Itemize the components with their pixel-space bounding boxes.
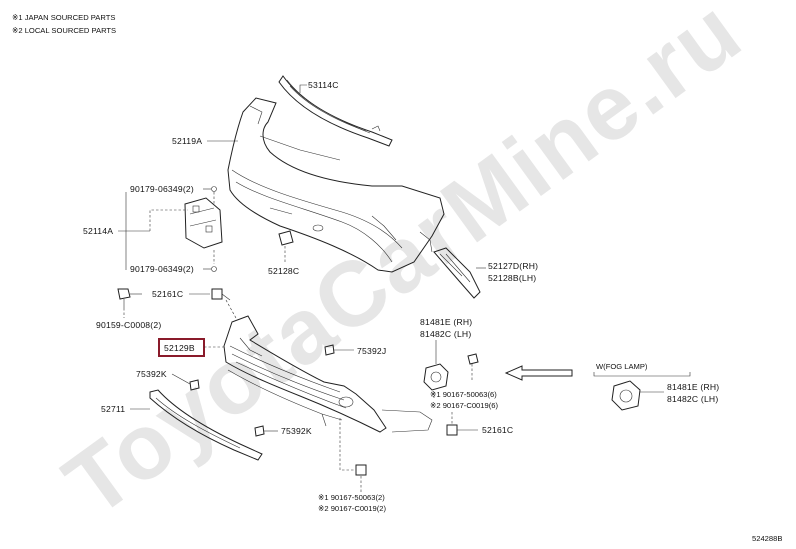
label-52161C-upper: 52161C bbox=[152, 289, 183, 299]
part-52127D-drawing bbox=[433, 247, 481, 299]
label-75392J: 75392J bbox=[357, 346, 386, 356]
label-81481E: 81481E (RH) bbox=[420, 317, 472, 327]
part-81481E-drawing bbox=[423, 363, 449, 391]
part-52129B-drawing bbox=[223, 315, 433, 433]
part-52114A-drawing bbox=[184, 197, 223, 249]
label-81481E-fog: 81481E (RH) bbox=[667, 382, 719, 392]
label-52161C-lower: 52161C bbox=[482, 425, 513, 435]
label-90167-japan-6: ※1 90167-50063(6) bbox=[430, 390, 497, 399]
part-53114C-drawing bbox=[278, 75, 393, 147]
label-90167-japan-2: ※1 90167-50063(2) bbox=[318, 493, 385, 502]
label-90179-lower: 90179-06349(2) bbox=[130, 264, 194, 274]
label-75392K-lower: 75392K bbox=[281, 426, 312, 436]
diagram-id: 524288B bbox=[752, 534, 782, 543]
label-52129B[interactable]: 52129B bbox=[164, 343, 195, 353]
label-52127D: 52127D(RH) bbox=[488, 261, 538, 271]
note-japan-sourced: ※1 JAPAN SOURCED PARTS bbox=[12, 13, 115, 22]
label-52128C: 52128C bbox=[268, 266, 299, 276]
label-52119A: 52119A bbox=[172, 136, 202, 146]
clip-75392J-icon bbox=[324, 344, 335, 356]
part-fog-bracket-drawing bbox=[611, 380, 641, 411]
clip-icon bbox=[211, 266, 217, 272]
label-52128B: 52128B(LH) bbox=[488, 273, 536, 283]
label-53114C: 53114C bbox=[308, 80, 339, 90]
screw-icon bbox=[446, 424, 458, 436]
label-90159: 90159-C0008(2) bbox=[96, 320, 161, 330]
label-81482C-fog: 81482C (LH) bbox=[667, 394, 718, 404]
part-52128C-drawing bbox=[278, 230, 294, 246]
clip-75392K-icon bbox=[254, 425, 265, 437]
label-90167-local-2: ※2 90167-C0019(2) bbox=[318, 504, 386, 513]
arrow-right-icon bbox=[504, 365, 573, 381]
label-81482C: 81482C (LH) bbox=[420, 329, 471, 339]
screw-icon bbox=[211, 288, 231, 301]
label-90167-local-6: ※2 90167-C0019(6) bbox=[430, 401, 498, 410]
note-local-sourced: ※2 LOCAL SOURCED PARTS bbox=[12, 26, 116, 35]
label-90179-upper: 90179-06349(2) bbox=[130, 184, 194, 194]
label-52114A: 52114A bbox=[83, 226, 113, 236]
label-fog-lamp: W(FOG LAMP) bbox=[596, 362, 648, 371]
label-52711: 52711 bbox=[101, 404, 125, 414]
part-52711-drawing bbox=[149, 389, 263, 461]
part-52119A-drawing bbox=[227, 97, 445, 273]
screw-icon bbox=[355, 464, 367, 476]
clip-icon bbox=[211, 186, 217, 192]
highlight-box-52129B bbox=[158, 338, 205, 357]
clip-75392K-icon bbox=[189, 379, 200, 391]
label-75392K-upper: 75392K bbox=[136, 369, 167, 379]
clip-90159-icon bbox=[117, 288, 131, 308]
screw-icon bbox=[467, 353, 479, 365]
